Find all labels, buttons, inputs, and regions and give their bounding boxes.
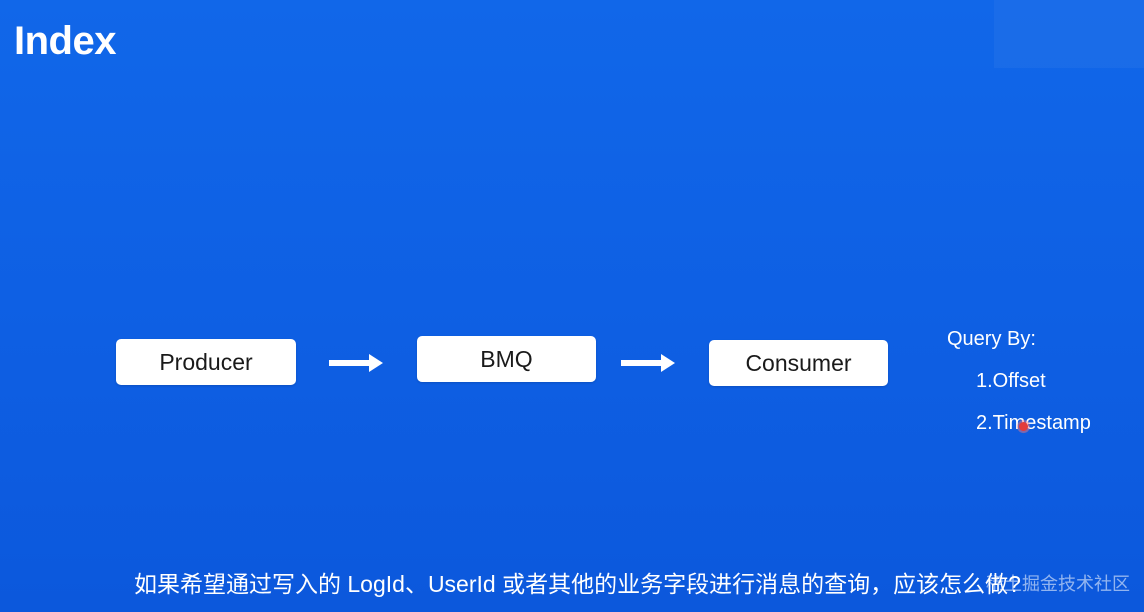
query-item-timestamp: 2.Timestamp bbox=[976, 412, 1091, 434]
query-item-offset: 1.Offset bbox=[976, 370, 1046, 392]
arrow-bmq-to-consumer bbox=[621, 354, 675, 372]
arrow-producer-to-bmq bbox=[329, 354, 383, 372]
laser-pointer-dot bbox=[1019, 422, 1028, 431]
producer-label: Producer bbox=[159, 348, 253, 375]
consumer-label: Consumer bbox=[745, 349, 852, 376]
bmq-node: BMQ bbox=[417, 336, 596, 382]
corner-overlay bbox=[994, 0, 1144, 68]
query-heading: Query By: bbox=[947, 328, 1036, 350]
subtitle-caption: 如果希望通过写入的 LogId、UserId 或者其他的业务字段进行消息的查询，… bbox=[134, 571, 1021, 597]
producer-node: Producer bbox=[116, 339, 296, 385]
watermark-text: 稀土掘金技术社区 bbox=[986, 574, 1130, 594]
query-panel: Query By: 1.Offset 2.Timestamp bbox=[947, 318, 1091, 444]
slide-title: Index bbox=[14, 19, 116, 63]
bmq-label: BMQ bbox=[480, 345, 533, 372]
consumer-node: Consumer bbox=[709, 340, 888, 386]
